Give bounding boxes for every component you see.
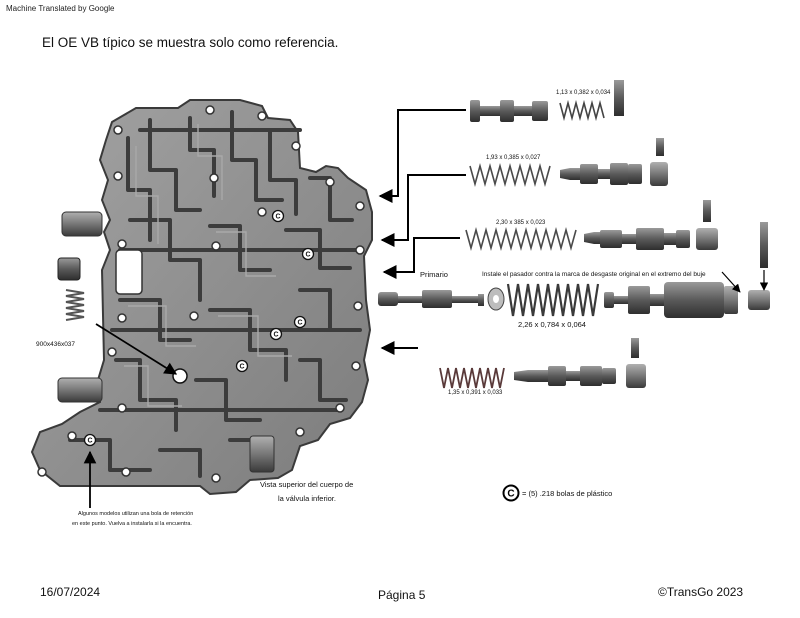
- reference-note: El OE VB típico se muestra solo como ref…: [42, 35, 339, 50]
- valve-row-4: [378, 222, 770, 318]
- spring-spec-5: 1,35 x 0,391 x 0,033: [448, 390, 503, 396]
- spring-spec-3: 2,30 x 385 x 0,023: [496, 220, 546, 226]
- svg-text:C: C: [305, 252, 310, 259]
- side-spring-spec: 900x436x037: [36, 341, 76, 348]
- spring-spec-main: 2,26 x 0,784 x 0,064: [518, 320, 586, 329]
- arrow-side-spring: [95, 323, 178, 375]
- top-view-caption-1: Vista superior del cuerpo de: [260, 480, 354, 489]
- valve-row-2: [469, 138, 668, 187]
- svg-text:C: C: [297, 320, 302, 327]
- svg-text:C: C: [275, 214, 280, 221]
- valve-body-casting: C C C C C C: [30, 99, 373, 496]
- legend-ball-icon: C: [502, 484, 520, 502]
- svg-text:C: C: [273, 332, 278, 339]
- footer-page-number: Página 5: [378, 588, 426, 602]
- footer-date: 16/07/2024: [40, 585, 101, 599]
- legend-text: = (5) .218 bolas de plástico: [522, 489, 613, 498]
- valve-row-5: [439, 338, 646, 389]
- svg-text:C: C: [87, 438, 92, 445]
- install-pin-note: Instale el pasador contra la marca de de…: [482, 271, 706, 278]
- side-plug-and-spring: [57, 257, 85, 321]
- check-ball-note-2: en este punto. Vuelva a instalarla si la…: [72, 521, 192, 527]
- valve-row-3: [465, 200, 718, 251]
- spring-spec-2: 1,93 x 0,385 x 0,027: [486, 155, 541, 161]
- machine-translated-note: Machine Translated by Google: [6, 4, 115, 13]
- top-view-caption-2: la válvula inferior.: [278, 494, 336, 503]
- check-ball-note-1: Algunos modelos utilizan una bola de ret…: [78, 511, 194, 517]
- footer-copyright: ©TransGo 2023: [658, 585, 744, 599]
- svg-text:C: C: [507, 489, 514, 500]
- bore-arrows: [378, 109, 466, 355]
- valve-row-1: [470, 80, 624, 122]
- primary-label: Primario: [420, 270, 448, 279]
- spring-spec-1: 1,13 x 0,382 x 0,034: [556, 90, 611, 96]
- svg-text:C: C: [239, 364, 244, 371]
